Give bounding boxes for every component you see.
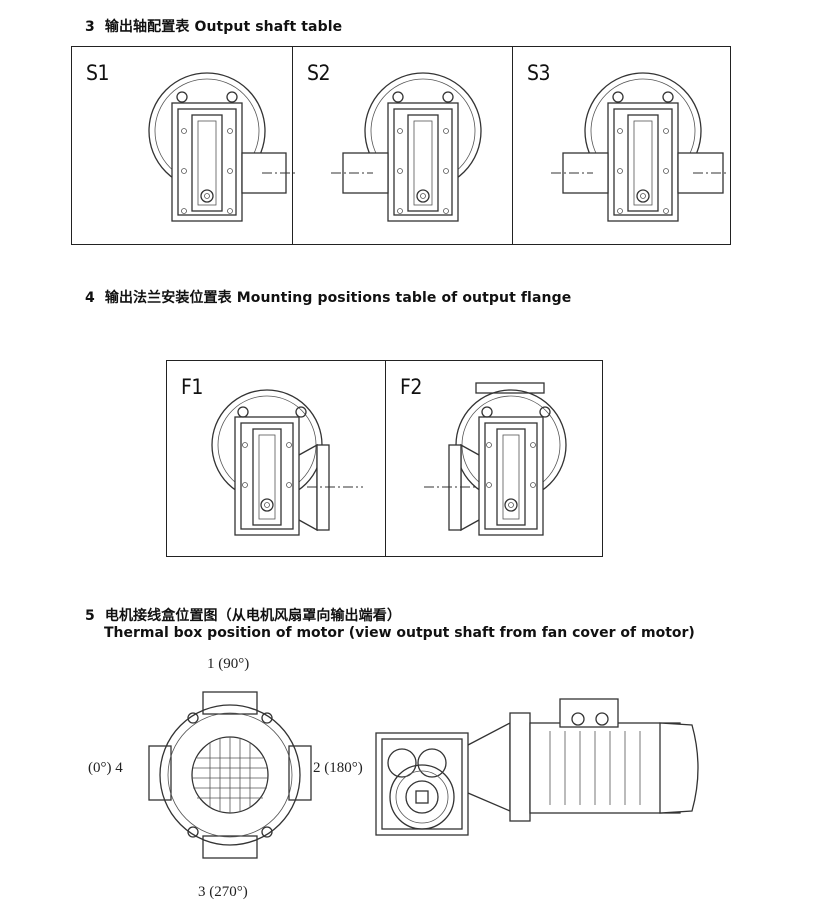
flange-position-table: F1 F2 (166, 360, 603, 557)
section4-heading: 4 输出法兰安装位置表 Mounting positions table of o… (85, 287, 571, 307)
shaft-cell-s1: S1 (72, 47, 298, 244)
section3-heading: 3 输出轴配置表 Output shaft table (85, 16, 342, 36)
gearbox-drawing-f1 (211, 389, 363, 536)
cell-label: F2 (400, 375, 422, 399)
title-cn: 输出法兰安装位置表 (104, 290, 232, 306)
section-number: 3 (85, 19, 95, 35)
gearbox-drawing-f2 (424, 382, 567, 536)
output-shaft-table: S1 S2 (71, 46, 731, 245)
motor-gearbox-assembly-drawing (375, 698, 699, 836)
flange-cell-f2: F2 (385, 361, 604, 556)
position-label-right: 2 (180°) (313, 760, 363, 776)
gearbox-drawing-s1 (148, 72, 298, 222)
title-cn: 电机接线盒位置图（从电机风扇罩向输出端看） (104, 608, 401, 624)
gearbox-drawing-s3 (551, 72, 729, 222)
flange-cell-f1: F1 (167, 361, 385, 556)
position-label-top: 1 (90°) (207, 656, 250, 672)
section5-heading: 5 电机接线盒位置图（从电机风扇罩向输出端看） (85, 605, 401, 625)
cell-label: S3 (527, 61, 551, 85)
cell-label: S2 (307, 61, 331, 85)
title-en: Mounting positions table of output flang… (236, 290, 572, 306)
section-number: 5 (85, 608, 95, 624)
position-label-bottom: 3 (270°) (198, 884, 248, 900)
position-label-left: (0°) 4 (88, 760, 123, 776)
shaft-cell-s2: S2 (292, 47, 512, 244)
shaft-cell-s3: S3 (512, 47, 732, 244)
title-en: Output shaft table (194, 19, 343, 35)
section-number: 4 (85, 290, 95, 306)
cell-label: F1 (181, 375, 203, 399)
gearbox-drawing-s2 (331, 72, 482, 222)
motor-fan-cover-drawing (148, 691, 312, 859)
section5-subtitle: Thermal box position of motor (view outp… (104, 625, 695, 641)
cell-label: S1 (86, 61, 110, 85)
title-cn: 输出轴配置表 (104, 19, 190, 35)
